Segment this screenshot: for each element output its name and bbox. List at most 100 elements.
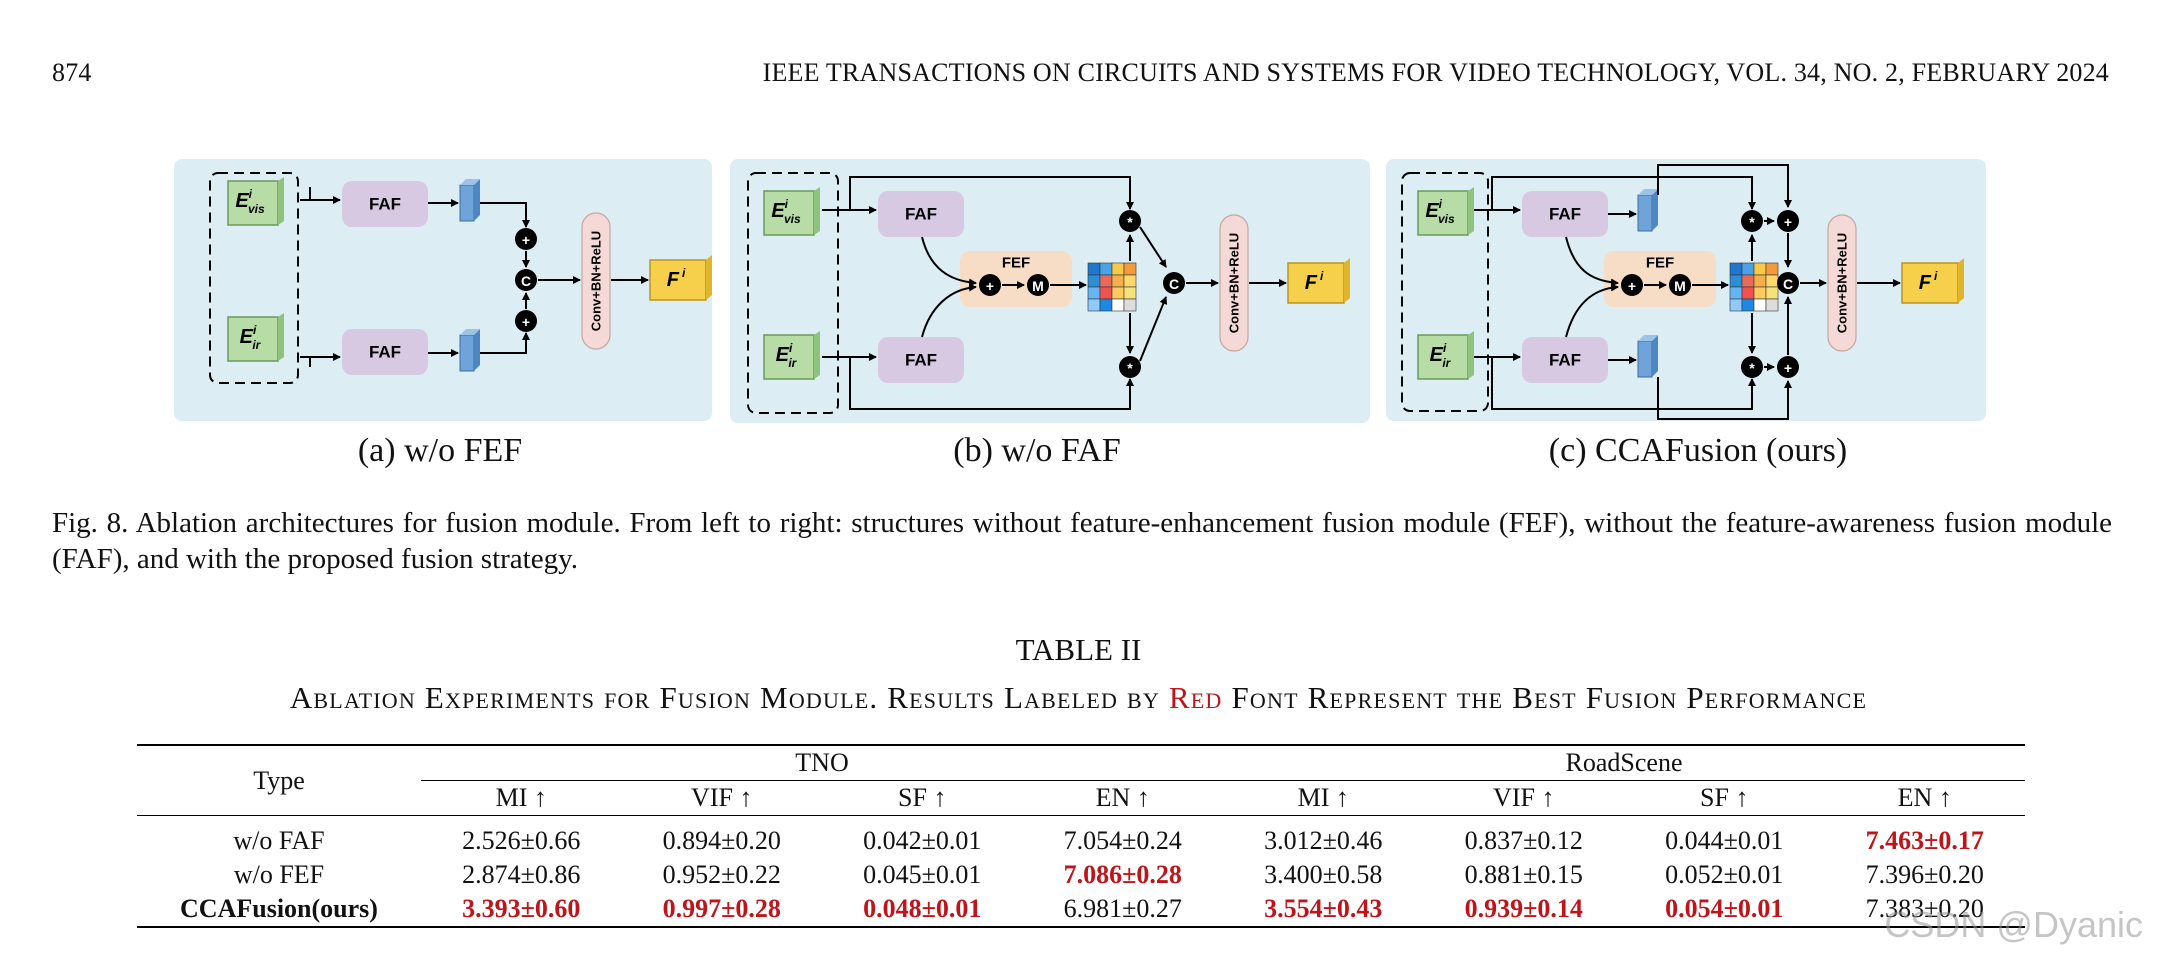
table-cell: 2.526±0.66 [462,826,581,855]
group-roadscene: RoadScene [1223,744,2025,781]
panel-a-plus-bottom [515,310,537,332]
panel-c-conv-label: Conv+BN+ReLU [1835,233,1850,333]
panel-b-star-bottom [1119,356,1141,378]
panel-c-weight-grid-cell [1741,286,1755,300]
panel-a-faf-top-label: FAF [369,195,401,214]
table-cell: 0.939±0.14 [1423,892,1624,928]
panel-b-fef-plus-symbol: + [986,278,994,294]
table-cell: 0.894±0.20 [662,826,781,855]
panel-a-line2 [300,353,341,367]
metric-header: SF ↑ [1624,780,1825,816]
panel-c-weight-grid-cell [1741,262,1755,276]
panel-a-feature-bottom [459,334,475,372]
table-subtitle: Ablation Experiments for Fusion Module. … [0,680,2157,716]
panel-c-curve1 [1565,236,1619,287]
panel-c-line14 [1657,377,1792,420]
table-cell: 3.400±0.58 [1264,860,1383,889]
panel-a-input-vis-symbol: E [235,190,249,212]
panel-b-weight-grid-cell [1087,286,1101,300]
table-cell: 6.981±0.27 [1022,892,1223,928]
panel-a-line5 [480,202,530,228]
table-subtitle-part3: Font Represent the Best Fusion Performan… [1222,680,1868,715]
figure-caption: Fig. 8. Ablation architectures for fusio… [52,507,2112,575]
panel-b-weight-grid-cell [1123,298,1137,312]
table-cell: 0.052±0.01 [1665,860,1784,889]
panel-b-weight-grid-cell [1123,262,1137,276]
panel-b-faf-top [878,191,964,237]
panel-c-star-top [1741,210,1763,232]
panel-c-input-vis-symbol: E [1425,200,1439,222]
panel-c-weight-grid-cell [1765,262,1779,276]
panel-b-output-symbol: F [1305,272,1318,294]
panel-b-input-ir-sub: ir [788,356,797,370]
type-header: Type [137,744,421,816]
panel-a-faf-bottom [342,329,428,375]
panel-b-weight-grid-cell [1111,286,1125,300]
panel-c-weight-grid-cell [1753,286,1767,300]
panel-c-input-ir-symbol: E [1430,344,1444,366]
panel-b-line5 [822,176,1134,211]
panel-c-plus-bottom [1777,356,1799,378]
panel-b-conv-label: Conv+BN+ReLU [1227,233,1242,333]
table-cell: 0.837±0.12 [1464,826,1583,855]
subcaption-c: (c) CCAFusion (ours) [1548,432,1848,469]
panel-b-concat-symbol: C [1169,276,1179,292]
panel-a-conv [581,212,611,350]
panel-b-fef-plus [979,274,1001,296]
panel-a-group [209,172,299,384]
panel-c-weight-grid-cell [1741,298,1755,312]
table-cell: 0.952±0.22 [662,860,781,889]
panel-a-plus-top-symbol: + [522,232,530,248]
panel-b-conv [1219,214,1249,352]
panel-c-weight-grid-cell [1765,298,1779,312]
panel-b-input-vis-sub: vis [784,212,801,226]
panel-c-feature-top-top [1638,189,1658,195]
panel-a-plus-bottom-symbol: + [522,314,530,330]
panel-b-input-vis-sup: i [785,197,789,211]
panel-b-input-vis [763,190,815,236]
row-type: w/o FEF [233,860,325,889]
panel-b-weight-grid-cell [1111,274,1125,288]
panel-a-input-ir-sup: i [253,323,257,337]
watermark: CSDN @Dyanic [1884,904,2143,945]
panel-c-feature-top-side [1652,189,1658,231]
panel-a-concat [515,269,537,291]
panel-b-line6 [822,356,1134,410]
journal-header: IEEE TRANSACTIONS ON CIRCUITS AND SYSTEM… [762,58,2109,87]
panel-a-line6 [480,332,530,354]
panel-a-line1 [300,187,341,204]
panel-b-weight-grid-cell [1123,274,1137,288]
panel-a-faf-top [342,181,428,227]
panel-b-weight-grid-cell [1099,262,1113,276]
panel-b-input-ir-symbol: E [776,344,790,366]
table-cell: 7.396±0.20 [1865,860,1984,889]
panel-b-line10 [1139,296,1168,362]
panel-a-input-vis-sup: i [249,187,253,201]
panel-c-fef-plus-symbol: + [1628,278,1636,294]
panel-a-input-ir [227,316,279,362]
row-type: w/o FAF [233,826,325,855]
panel-b-group [747,172,839,414]
panel-b-weight-grid-cell [1099,298,1113,312]
panel-b-input-ir-side [814,331,820,379]
metric-header: EN ↑ [1022,780,1223,816]
panel-c-line8 [1474,356,1756,410]
panel-c-feature-bottom-side [1652,335,1658,377]
panel-a-conv-label: Conv+BN+ReLU [589,231,604,331]
table-cell: 2.874±0.86 [462,860,581,889]
table-cell: 0.042±0.01 [863,826,982,855]
panel-b-line9 [1139,226,1167,268]
panel-b-star-bottom-symbol: * [1127,360,1133,376]
panel-c-output-sup: i [1934,269,1938,283]
panel-a-feature-top [459,184,475,222]
panel-a-plus-top [515,228,537,250]
table-cell: 7.054±0.24 [1063,826,1182,855]
table-cell: 7.463±0.17 [1865,826,1984,855]
panel-a [174,159,712,421]
panel-b-faf-bottom [878,337,964,383]
